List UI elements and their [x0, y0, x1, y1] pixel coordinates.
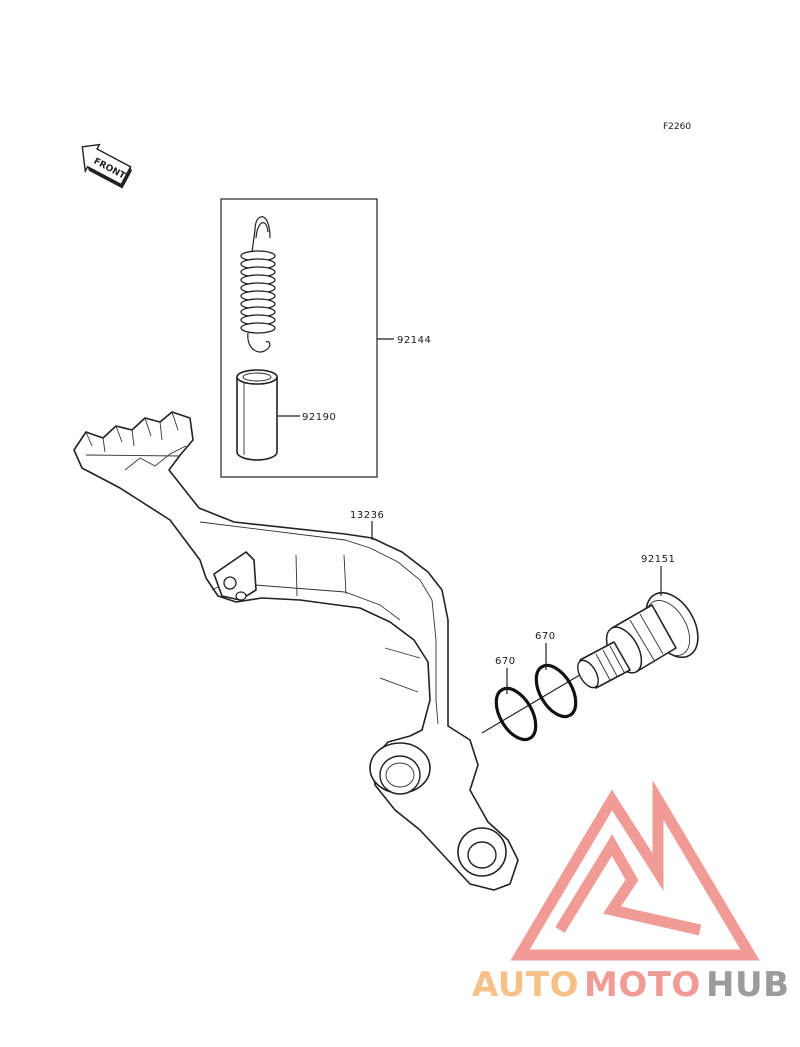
label-brake-pedal: 13236 [350, 510, 384, 521]
sleeve-icon [236, 369, 278, 461]
watermark-hub: HUB [706, 965, 789, 1005]
watermark-triangle-mark [510, 779, 760, 961]
pivot-shaft-icon [577, 591, 699, 689]
watermark-moto: MOTO [584, 965, 701, 1005]
spring-kit-box [220, 198, 378, 478]
label-o-ring-a: 670 [495, 656, 516, 667]
watermark-logo: AUTO MOTO HUB [472, 779, 789, 1005]
o-ring-a-icon [494, 686, 538, 742]
label-o-ring-b: 670 [535, 631, 556, 642]
o-ring-b-icon [534, 663, 578, 719]
brake-pedal-icon [73, 411, 519, 891]
figure-code: F2260 [663, 122, 691, 132]
label-pivot-shaft: 92151 [641, 554, 675, 565]
return-spring-icon [240, 216, 276, 353]
label-sleeve: 92190 [302, 412, 336, 423]
watermark-auto: AUTO [472, 965, 579, 1005]
front-arrow-icon: FRONT [81, 143, 132, 189]
label-spring-kit: 92144 [397, 335, 431, 346]
